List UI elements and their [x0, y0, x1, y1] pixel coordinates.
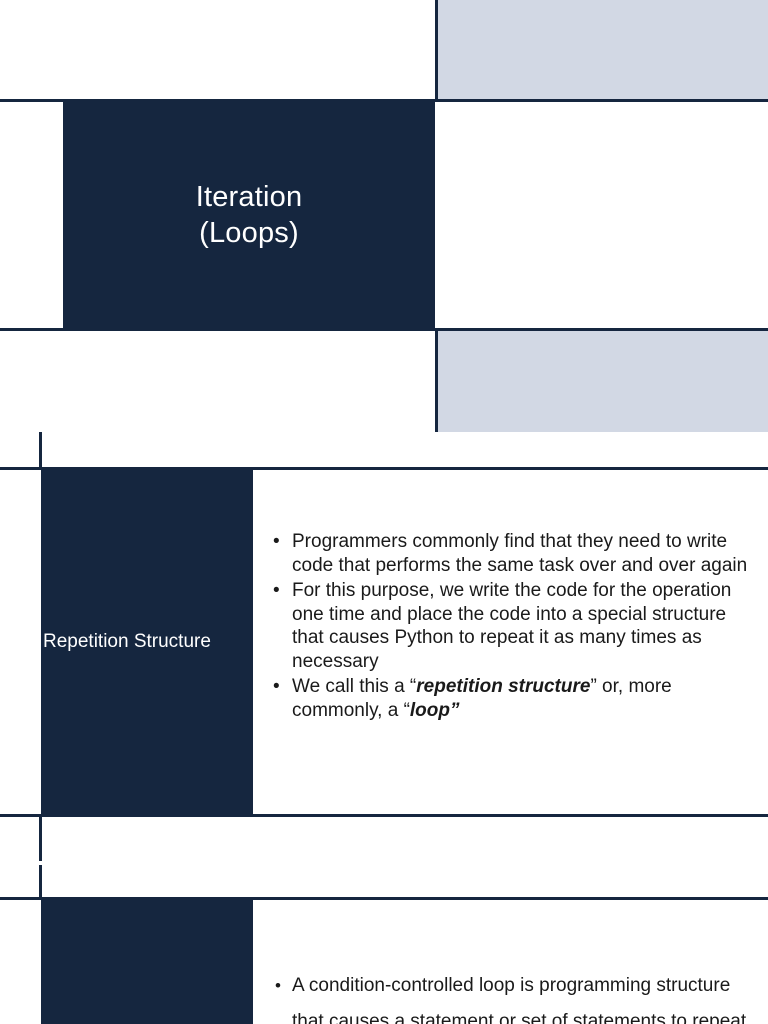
- condition-slide-vertical-rule-lower: [39, 865, 42, 899]
- list-item-text-part: We call this a “: [292, 676, 417, 697]
- list-item: • Programmers commonly find that they ne…: [270, 530, 754, 577]
- condition-slide-vertical-rule-upper: [39, 817, 42, 861]
- condition-slide-body: • A condition-controlled loop is program…: [270, 968, 760, 1024]
- list-item-emphasis-loop: loop”: [409, 699, 460, 721]
- bullet-dot-icon: •: [275, 976, 281, 995]
- title-slide-accent-bar-bottom: [435, 331, 768, 432]
- list-item: • We call this a “repetition structure” …: [270, 675, 754, 722]
- title-slide-top-divider: [0, 99, 768, 102]
- list-item-text: Programmers commonly find that they need…: [292, 531, 748, 576]
- condition-slide-sidebar: [41, 900, 253, 1024]
- repetition-slide-sidebar-label: Repetition Structure: [43, 631, 211, 652]
- list-item: • A condition-controlled loop is program…: [270, 968, 760, 1024]
- repetition-slide-bottom-divider: [0, 814, 768, 817]
- list-item: • For this purpose, we write the code fo…: [270, 579, 754, 673]
- repetition-slide-top-divider: [0, 467, 768, 470]
- condition-slide-top-divider: [0, 897, 768, 900]
- title-slide-title-block: Iteration (Loops): [63, 101, 435, 329]
- bullet-dot-icon: •: [273, 531, 280, 552]
- repetition-slide-sidebar: Repetition Structure: [41, 470, 253, 814]
- title-slide-bottom-divider: [0, 328, 768, 331]
- condition-slide-bullet-list: • A condition-controlled loop is program…: [270, 968, 760, 1024]
- title-slide-accent-bar-top: [435, 0, 768, 101]
- repetition-slide-vertical-rule: [39, 432, 42, 470]
- repetition-slide-bullet-list: • Programmers commonly find that they ne…: [270, 530, 754, 722]
- bullet-dot-icon: •: [273, 580, 280, 601]
- list-item-emphasis-repetition-structure: repetition structure: [416, 676, 591, 697]
- bullet-dot-icon: •: [273, 676, 280, 697]
- list-item-text-part: ” or, more commonly, a “: [292, 676, 672, 721]
- page-title: Iteration (Loops): [195, 181, 303, 249]
- list-item-text: A condition-controlled loop is programmi…: [292, 975, 747, 1024]
- repetition-slide-body: • Programmers commonly find that they ne…: [270, 530, 754, 724]
- list-item-text: For this purpose, we write the code for …: [292, 580, 732, 672]
